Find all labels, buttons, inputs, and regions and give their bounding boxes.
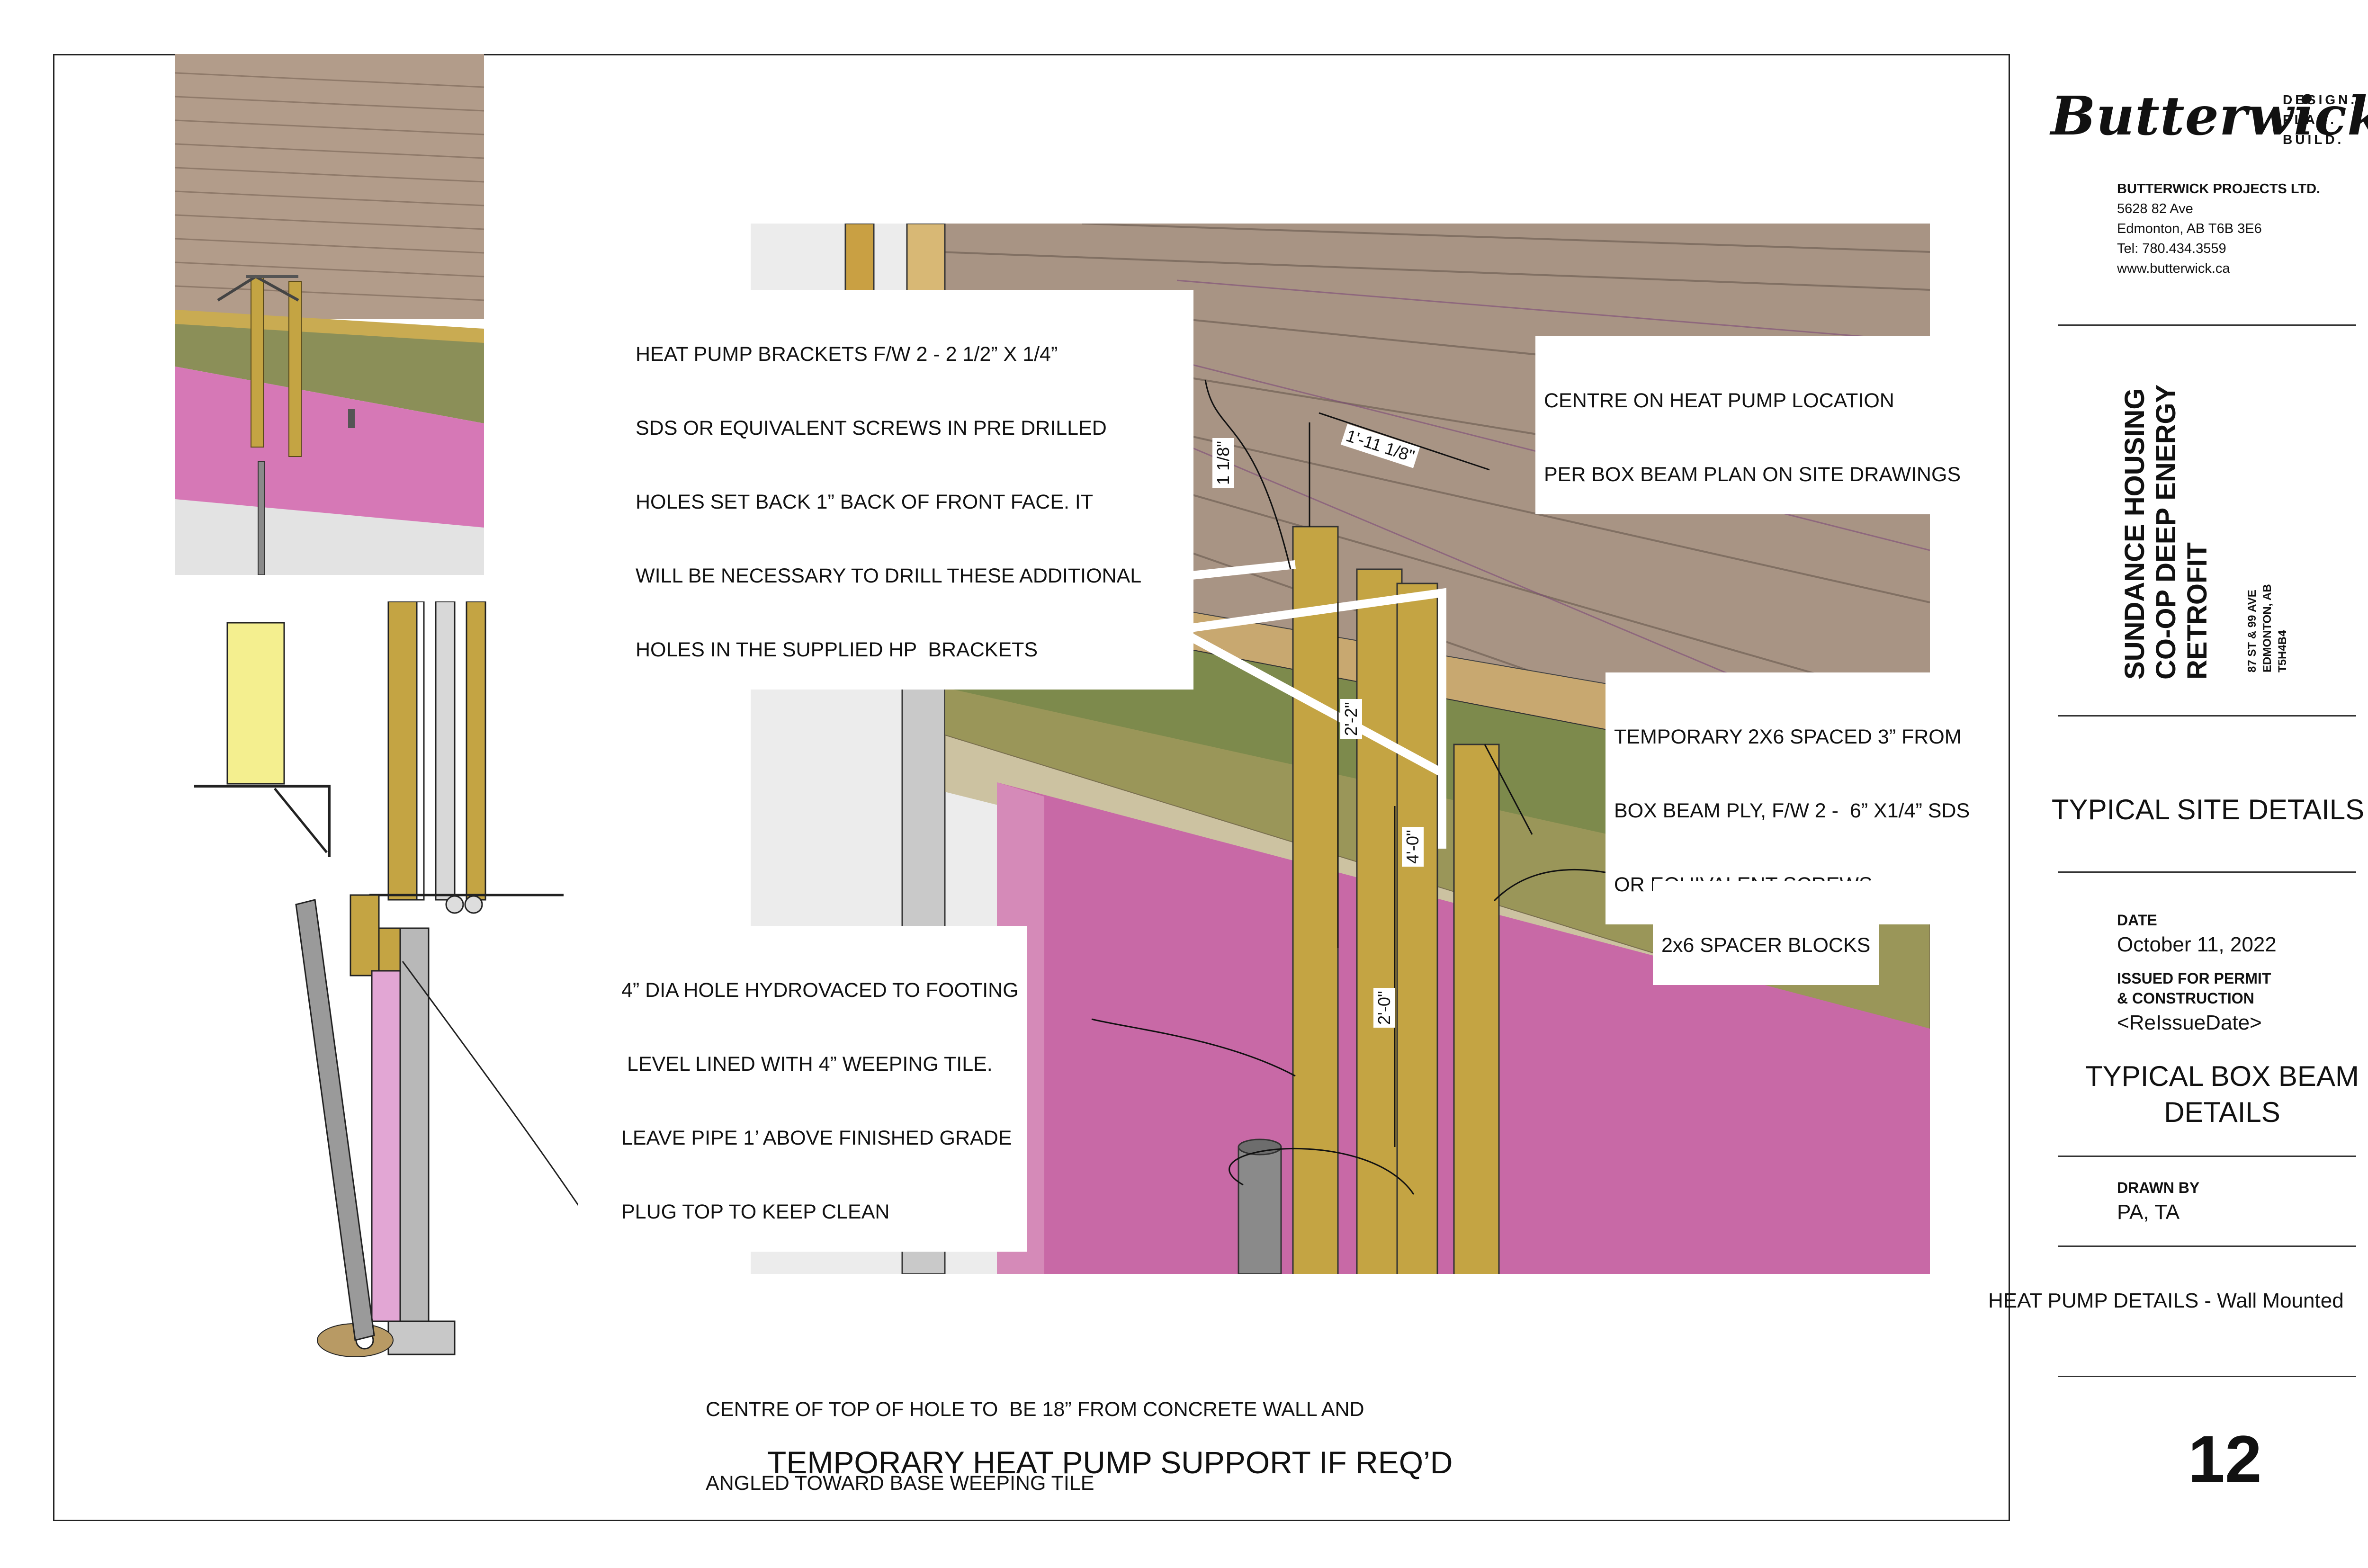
sheet-number: 12 [2188,1422,2262,1496]
note-hydrovac-hole: 4” DIA HOLE HYDROVACED TO FOOTING LEVEL … [613,926,1027,1252]
divider [2058,1245,2356,1247]
dimension-4-0: 4'-0" [1402,827,1424,867]
overview-3d-view [175,54,484,575]
issued-label-2: & CONSTRUCTION [2117,990,2254,1007]
logo-wordmark: Butterwick [2051,85,2368,147]
project-name: SUNDANCE HOUSING CO-OP DEEP ENERGY RETRO… [2119,384,2213,680]
company-name: BUTTERWICK PROJECTS LTD. [2117,181,2321,197]
company-address-2: Edmonton, AB T6B 3E6 [2117,221,2262,236]
company-tel: Tel: 780.434.3559 [2117,241,2226,256]
detail-title: TYPICAL BOX BEAM DETAILS [2085,1060,2359,1128]
drawn-by-label: DRAWN BY [2117,1179,2200,1196]
reissue-value: <ReIssueDate> [2117,1011,2262,1034]
issued-label-1: ISSUED FOR PERMIT [2117,970,2271,987]
drawn-by-value: PA, TA [2117,1201,2180,1224]
divider [2058,1156,2356,1157]
divider [2058,715,2356,717]
divider [2058,1376,2356,1377]
date-value: October 11, 2022 [2117,933,2277,956]
company-address-1: 5628 82 Ave [2117,201,2193,216]
section-title: TYPICAL SITE DETAILS [2051,794,2365,825]
main-caption: TEMPORARY HEAT PUMP SUPPORT IF REQ’D [767,1445,1453,1480]
wall-section-view [194,601,578,1357]
company-info: BUTTERWICK PROJECTS LTD. 5628 82 Ave Edm… [2117,179,2320,278]
sheet-description: HEAT PUMP DETAILS - Wall Mounted [1988,1289,2344,1312]
company-web: www.butterwick.ca [2117,261,2230,276]
date-label: DATE [2117,912,2157,929]
logo-tagline: DESIGN. PLAN. BUILD. [2283,92,2358,147]
note-centre-of-hole: CENTRE OF TOP OF HOLE TO BE 18” FROM CON… [706,1398,1364,1495]
drawing-frame [53,54,2010,1521]
dimension-1-1-8: 1 1/8" [1212,438,1234,488]
dimension-2-2: 2'-2" [1340,699,1362,739]
project-address: 87 ST & 99 AVE EDMONTON, AB T5H4B4 [2246,584,2289,672]
note-centre-heat-pump: CENTRE ON HEAT PUMP LOCATION PER BOX BEA… [1535,336,1970,514]
divider [2058,324,2356,326]
note-spacer-blocks: 2x6 SPACER BLOCKS [1653,881,1879,985]
note-heat-pump-brackets: HEAT PUMP BRACKETS F/W 2 - 2 1/2” X 1/4”… [627,290,1193,690]
dimension-2-0: 2'-0" [1373,988,1395,1028]
divider [2058,871,2356,873]
